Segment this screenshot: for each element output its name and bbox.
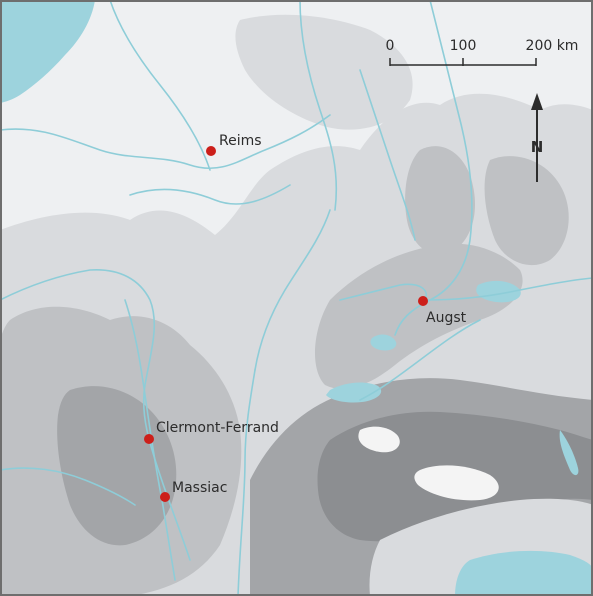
terrain-black-forest [484, 156, 569, 266]
lake-constance [476, 280, 521, 303]
river-aare [359, 319, 481, 401]
north-arrow-icon: N [531, 93, 544, 182]
river-marne [129, 184, 291, 205]
terrain-snow-1 [414, 465, 499, 501]
city-marker [144, 434, 154, 444]
terrain-vosges [405, 146, 475, 255]
sea-channel [0, 0, 95, 103]
north-arrow-label: N [531, 138, 544, 156]
city-clermont-ferrand: Clermont-Ferrand [144, 420, 279, 444]
river-loire [0, 269, 191, 561]
sea-mediterranean [455, 550, 593, 596]
north-arrow-head [531, 93, 543, 110]
lake-neuchatel [370, 334, 397, 351]
river-rhone [237, 369, 256, 596]
city-marker [418, 296, 428, 306]
scale-bar: 0 100 200 km [386, 38, 579, 66]
lake-geneva [326, 382, 382, 403]
river-moselle [359, 69, 416, 241]
city-label: Massiac [172, 480, 227, 496]
city-label: Clermont-Ferrand [156, 420, 279, 436]
terrain-north-plateau [235, 14, 413, 130]
terrain-jura [314, 243, 523, 389]
scale-bar-label-100: 100 [450, 38, 477, 54]
city-marker [206, 146, 216, 156]
scale-bar-label-0: 0 [386, 38, 395, 54]
city-augst: Augst [418, 296, 467, 326]
river-seine [0, 114, 331, 170]
river-saone [254, 209, 331, 371]
river-dordogne [0, 467, 136, 506]
city-reims: Reims [206, 133, 262, 156]
city-marker [160, 492, 170, 502]
river-rhine-high [424, 277, 593, 301]
river-oise [109, 0, 211, 171]
city-label: Augst [426, 310, 467, 326]
terrain-snow-2 [358, 426, 400, 453]
scale-bar-label-200: 200 km [526, 38, 579, 54]
river-doubs [339, 283, 427, 301]
river-meuse [299, 0, 338, 211]
city-massiac: Massiac [160, 480, 227, 502]
lake-como [559, 430, 579, 476]
city-label: Reims [219, 133, 262, 149]
river-allier [124, 299, 176, 581]
